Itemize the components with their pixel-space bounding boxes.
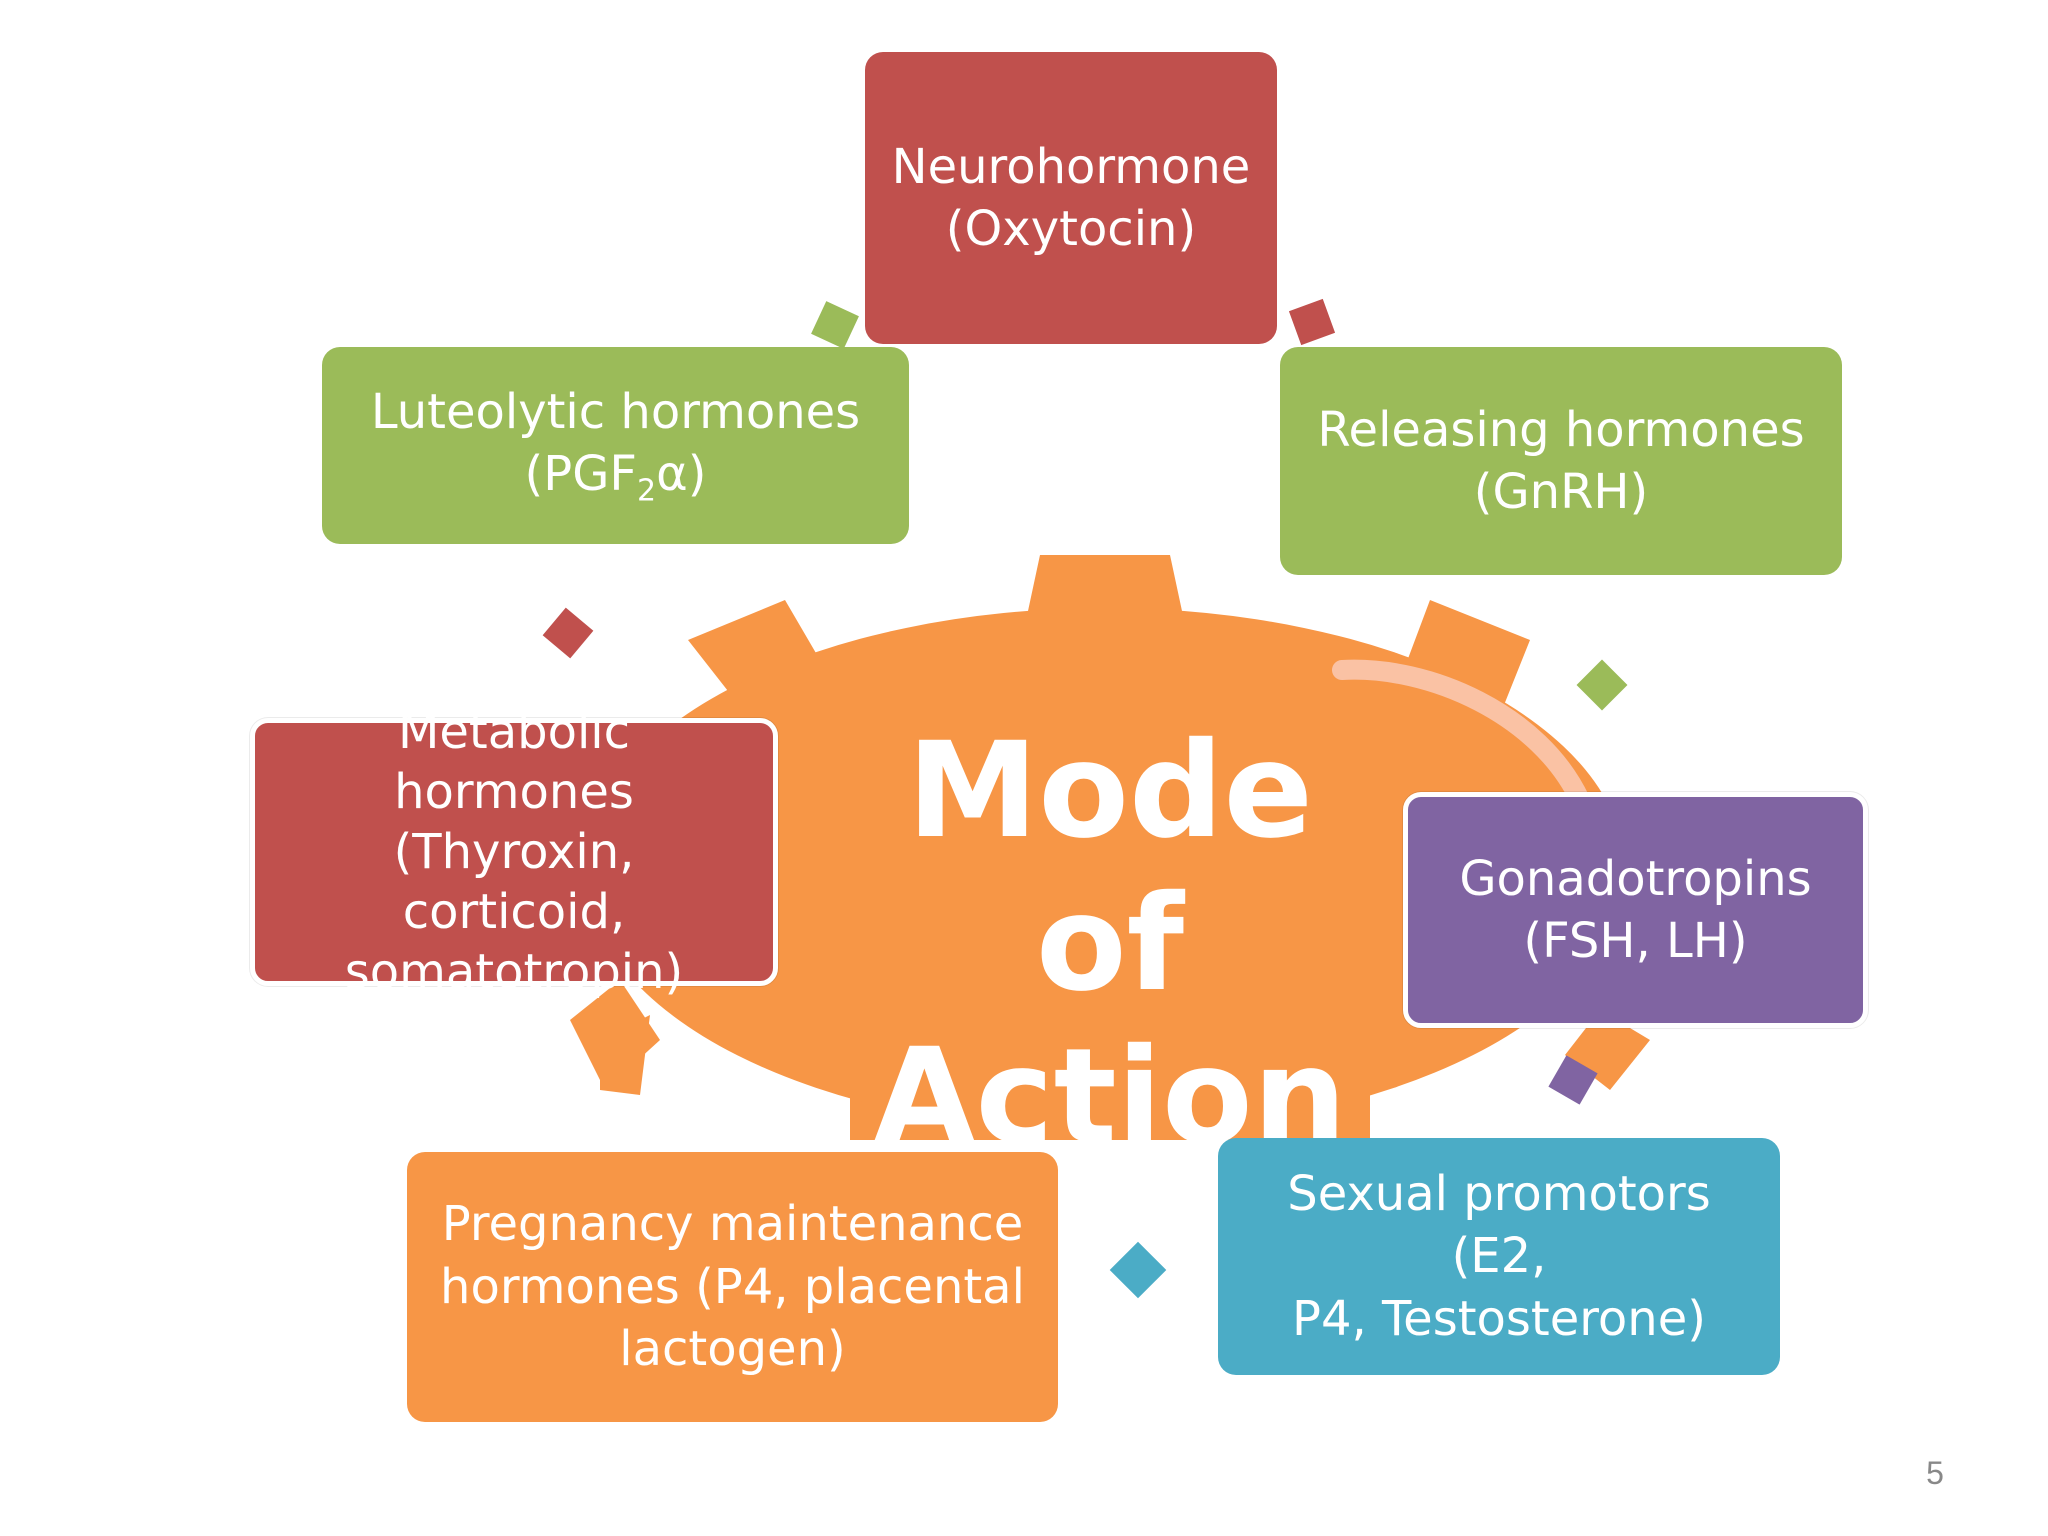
diamond-green-top-left: [811, 301, 859, 349]
releasing-line1: Releasing hormones: [1317, 401, 1805, 458]
neurohormone-line1: Neurohormone: [891, 138, 1251, 195]
box-pregnancy-maintenance: Pregnancy maintenance hormones (P4, plac…: [407, 1152, 1058, 1422]
box-gonadotropins: Gonadotropins (FSH, LH): [1403, 792, 1868, 1028]
gear-highlight-arc: [1332, 659, 1590, 810]
gonadotropins-line2: (FSH, LH): [1523, 913, 1748, 969]
center-title: Mode of Action: [830, 714, 1390, 1174]
luteolytic-line2-prefix: (PGF: [524, 445, 637, 502]
center-title-line1: Mode of: [906, 714, 1314, 1022]
luteolytic-line2: (PGF2α): [525, 443, 707, 511]
pregnancy-line1: Pregnancy maintenance: [441, 1196, 1024, 1253]
box-releasing-hormones: Releasing hormones (GnRH): [1280, 347, 1842, 575]
box-sexual-promotors: Sexual promotors (E2, P4, Testosterone): [1218, 1138, 1780, 1375]
luteolytic-line2-suffix: α): [656, 445, 707, 502]
diamond-green-right: [1576, 659, 1628, 711]
metabolic-line2: hormones: [394, 764, 634, 820]
gear-body: [585, 608, 1625, 1132]
luteolytic-line1: Luteolytic hormones: [370, 383, 861, 440]
sexual-line1: Sexual promotors (E2,: [1287, 1165, 1711, 1285]
gear-tooth-top: [1025, 555, 1185, 625]
page-number: 5: [1926, 1455, 1944, 1491]
metabolic-line4: somatotropin): [344, 944, 684, 1000]
pregnancy-line3: lactogen): [619, 1321, 846, 1378]
box-metabolic-hormones: Metabolic hormones (Thyroxin, corticoid,…: [250, 704, 778, 1000]
sexual-line2: P4, Testosterone): [1292, 1290, 1706, 1347]
pregnancy-line2: hormones (P4, placental: [440, 1258, 1025, 1315]
metabolic-line3: (Thyroxin, corticoid,: [393, 824, 635, 940]
gonadotropins-line1: Gonadotropins: [1459, 850, 1812, 907]
diamond-red-left: [542, 607, 594, 659]
gear-teeth: [570, 555, 1650, 1140]
gear-tooth-lower-left: [600, 1015, 650, 1095]
box-neurohormone: Neurohormone (Oxytocin): [865, 52, 1277, 344]
diamond-red-top-right: [1288, 298, 1336, 346]
releasing-line2: (GnRH): [1473, 464, 1649, 520]
box-luteolytic-hormones: Luteolytic hormones (PGF2α): [322, 347, 909, 544]
diamond-purple-right: [1548, 1055, 1598, 1105]
luteolytic-line2-sub: 2: [637, 473, 657, 509]
metabolic-line1: Metabolic: [397, 704, 631, 760]
neurohormone-line2: (Oxytocin): [945, 201, 1197, 257]
diamond-teal-bottom: [1109, 1241, 1167, 1299]
